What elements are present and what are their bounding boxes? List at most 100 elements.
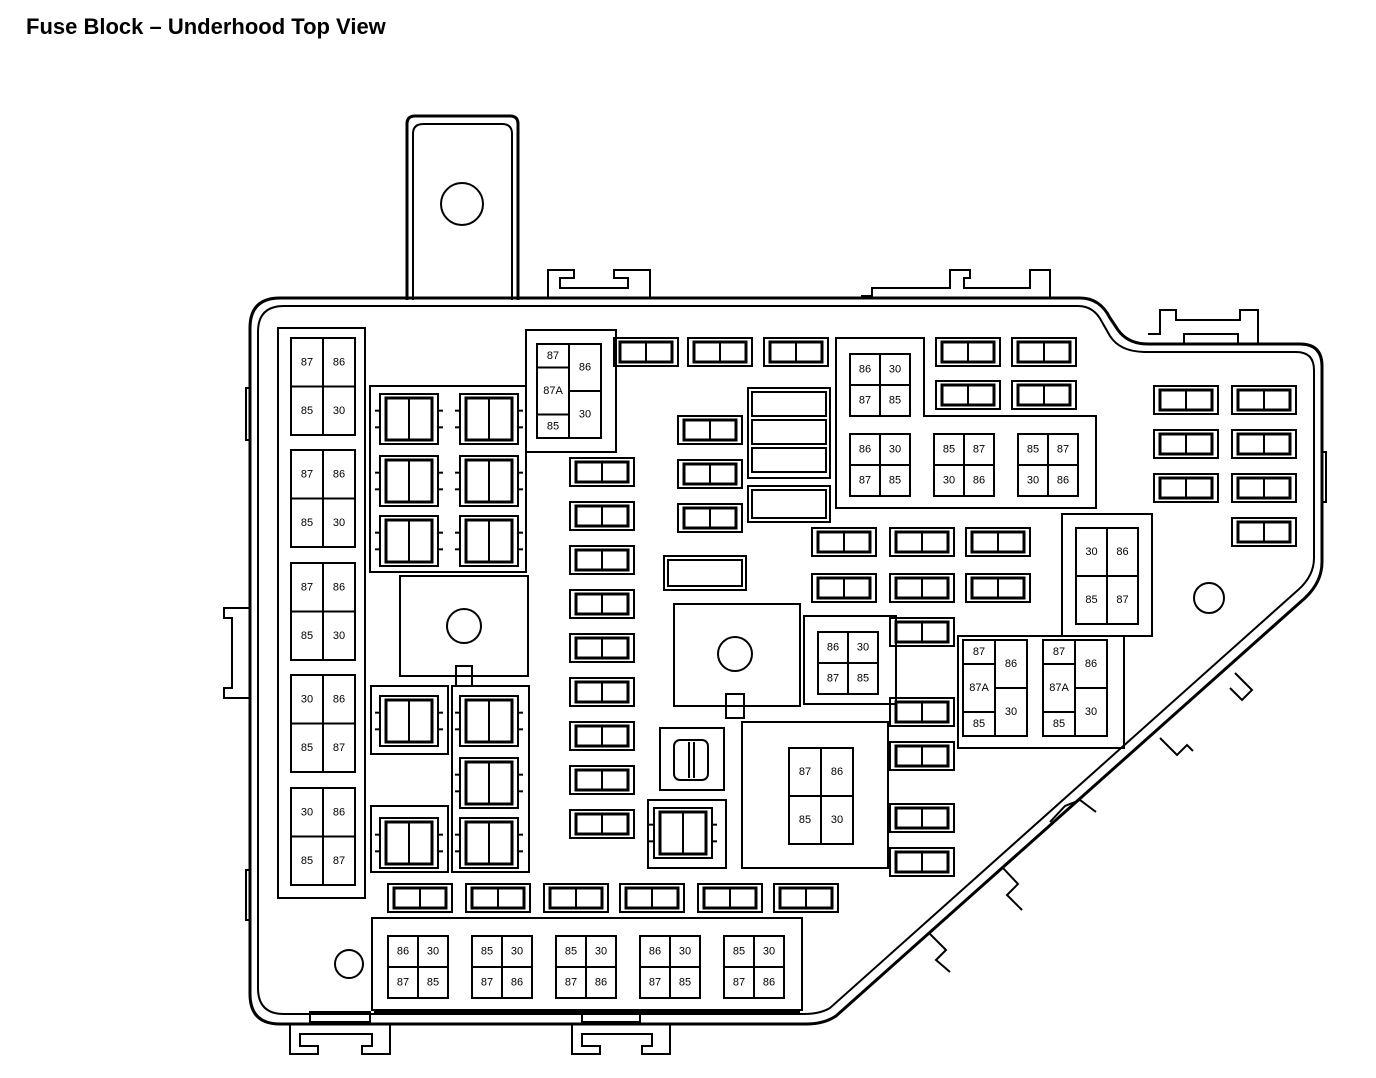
pin-label: 87 xyxy=(649,977,661,989)
mini-fuse xyxy=(569,633,635,663)
pin-label: 86 xyxy=(333,806,345,818)
pin-label: 85 xyxy=(857,673,869,685)
pin-label: 86 xyxy=(831,766,843,778)
maxi-fuse xyxy=(375,515,443,567)
mini-fuse xyxy=(889,617,955,647)
fuse-block-housing xyxy=(223,269,1327,1055)
pin-label: 86 xyxy=(1085,658,1097,670)
pin-label: 30 xyxy=(301,806,313,818)
pin-label: 30 xyxy=(1085,546,1097,558)
relay: 30 86 85 87 xyxy=(290,787,356,886)
pin-label: 85 xyxy=(565,946,577,958)
pin-label: 85 xyxy=(679,977,691,989)
maxi-fuse xyxy=(375,817,443,869)
pin-label: 30 xyxy=(579,409,591,421)
mini-fuse xyxy=(1231,473,1297,503)
mini-fuse xyxy=(1153,385,1219,415)
pin-label: 30 xyxy=(763,946,775,958)
pin-label: 30 xyxy=(333,517,345,529)
pin-label: 86 xyxy=(333,356,345,368)
region-outlines xyxy=(277,327,1153,1011)
mini-fuse xyxy=(811,573,877,603)
mini-fuse xyxy=(677,415,743,445)
pin-label: 87 xyxy=(1053,646,1065,658)
mounting-tab xyxy=(405,114,520,300)
mini-fuse xyxy=(811,527,877,557)
mini-fuse xyxy=(569,721,635,751)
pin-label: 87 xyxy=(481,977,493,989)
pin-label: 87 xyxy=(333,742,345,754)
pin-label: 87 xyxy=(973,646,985,658)
pin-label: 85 xyxy=(889,475,901,487)
pin-label: 87 xyxy=(1116,594,1128,606)
pin-label: 30 xyxy=(943,475,955,487)
maxi-fuse xyxy=(455,695,523,747)
cartridge-slot xyxy=(751,391,827,417)
pin-label: 87 xyxy=(301,356,313,368)
pin-label: 85 xyxy=(301,742,313,754)
pin-label: 85 xyxy=(427,977,439,989)
pin-label: 85 xyxy=(301,855,313,867)
mini-fuse xyxy=(1153,473,1219,503)
mini-fuse xyxy=(569,457,635,487)
pin-label: 87 xyxy=(799,766,811,778)
pin-label: 85 xyxy=(301,630,313,642)
maxi-fuse xyxy=(455,393,523,445)
pin-label: 30 xyxy=(595,946,607,958)
pin-label: 85 xyxy=(799,814,811,826)
mini-fuse xyxy=(889,741,955,771)
mini-fuse xyxy=(569,545,635,575)
pin-label: 86 xyxy=(595,977,607,989)
pin-label: 87 xyxy=(733,977,745,989)
pin-label: 87 xyxy=(547,350,559,362)
pin-label: 85 xyxy=(733,946,745,958)
maxi-fuse xyxy=(455,455,523,507)
pin-label: 85 xyxy=(1027,444,1039,456)
mini-fuse xyxy=(569,809,635,839)
pin-label: 85 xyxy=(547,420,559,432)
pin-label: 87 xyxy=(827,673,839,685)
maxi-fuse xyxy=(375,393,443,445)
pin-label: 86 xyxy=(333,468,345,480)
pin-label: 30 xyxy=(679,946,691,958)
pin-label: 87 xyxy=(859,475,871,487)
pin-label: 85 xyxy=(943,444,955,456)
mini-fuse xyxy=(569,501,635,531)
pin-label: 87 xyxy=(301,468,313,480)
mini-fuse xyxy=(687,337,753,367)
mini-fuse xyxy=(889,847,955,877)
pin-label: 87 xyxy=(333,855,345,867)
pin-label: 87 xyxy=(301,581,313,593)
mini-fuse xyxy=(965,527,1031,557)
pin-label: 87A xyxy=(543,385,563,397)
mini-fuse xyxy=(889,527,955,557)
mini-fuse xyxy=(1011,337,1077,367)
pin-label: 87 xyxy=(1057,444,1069,456)
pin-label: 86 xyxy=(1116,546,1128,558)
mini-fuse xyxy=(1231,385,1297,415)
pin-label: 87 xyxy=(397,977,409,989)
pin-label: 87 xyxy=(859,395,871,407)
maxi-fuse xyxy=(375,695,443,747)
mini-fuse xyxy=(569,589,635,619)
pin-label: 87 xyxy=(565,977,577,989)
maxi-fuse xyxy=(649,807,717,859)
maxi-fuse xyxy=(455,515,523,567)
mini-fuse xyxy=(1231,517,1297,547)
mini-fuse xyxy=(935,337,1001,367)
pin-label: 85 xyxy=(301,405,313,417)
pin-label: 87A xyxy=(969,682,989,694)
